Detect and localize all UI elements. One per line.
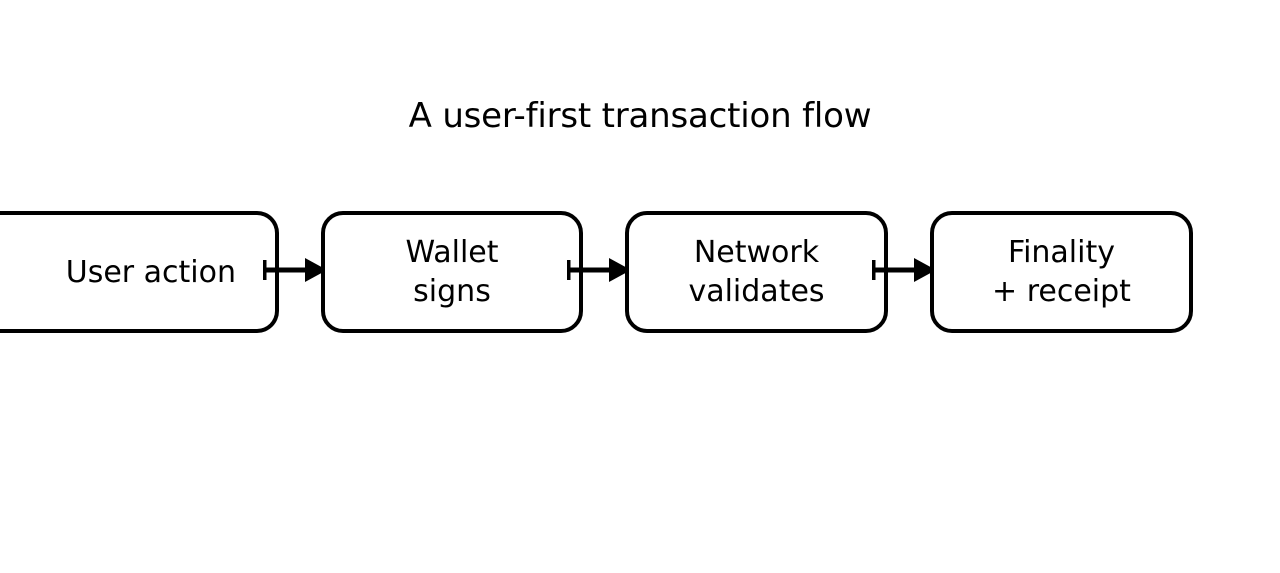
flow-node-user-action[interactable]: User action — [0, 211, 279, 333]
flow-node-label: Wallet signs — [405, 235, 499, 309]
flow-node-network-validates[interactable]: Network validates — [625, 211, 888, 333]
diagram-title: A user-first transaction flow — [408, 96, 872, 136]
flow-node-label: Finality + receipt — [992, 235, 1131, 309]
flow-arrow-user-action-to-wallet-signs — [263, 254, 327, 286]
flow-node-label: Network validates — [688, 235, 825, 309]
flow-arrow-wallet-signs-to-network-validates — [567, 254, 631, 286]
flow-node-wallet-signs[interactable]: Wallet signs — [321, 211, 583, 333]
flow-node-label: User action — [65, 254, 236, 290]
flow-node-finality-receipt[interactable]: Finality + receipt — [930, 211, 1193, 333]
flow-arrow-network-validates-to-finality-receipt — [872, 254, 936, 286]
